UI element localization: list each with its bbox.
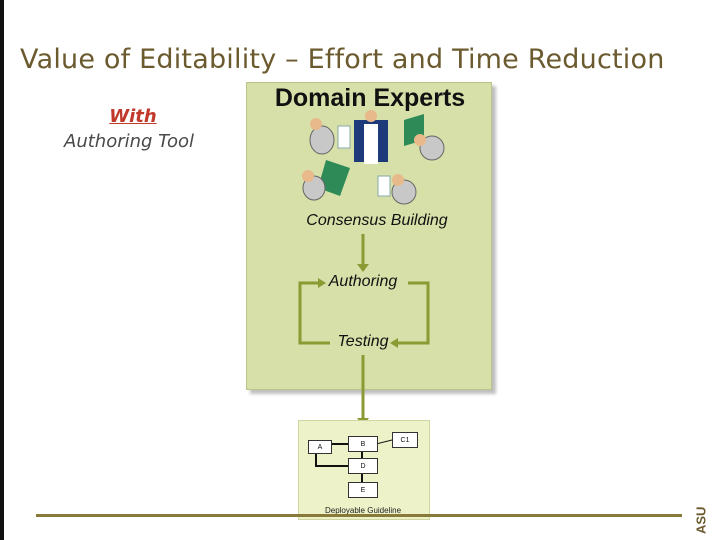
loop-arrowhead-left bbox=[318, 278, 326, 288]
step-testing: Testing bbox=[337, 333, 389, 350]
slide-left-edge bbox=[0, 0, 4, 540]
slide-title: Value of Editability – Effort and Time R… bbox=[20, 44, 665, 75]
guideline-node-c1: C1 bbox=[392, 432, 418, 448]
guideline-node-e: E bbox=[348, 482, 378, 498]
experts-illustration-icon bbox=[302, 110, 445, 205]
consensus-to-authoring-connector bbox=[357, 234, 369, 272]
deployable-guideline-caption: Deployable Guideline bbox=[324, 506, 402, 515]
authoring-testing-loop-connector bbox=[298, 281, 430, 345]
guideline-node-d: D bbox=[348, 458, 378, 474]
with-label: With bbox=[109, 106, 157, 127]
guideline-node-a: A bbox=[308, 440, 332, 454]
footer-rule bbox=[36, 514, 682, 517]
domain-experts-title: Domain Experts bbox=[274, 84, 466, 112]
step-consensus-building: Consensus Building bbox=[306, 212, 448, 229]
guideline-node-b: B bbox=[348, 436, 378, 452]
asu-logo: ASU bbox=[693, 506, 709, 534]
step-authoring: Authoring bbox=[328, 273, 398, 290]
authoring-tool-label: Authoring Tool bbox=[64, 131, 194, 152]
loop-arrowhead-right bbox=[390, 338, 398, 348]
